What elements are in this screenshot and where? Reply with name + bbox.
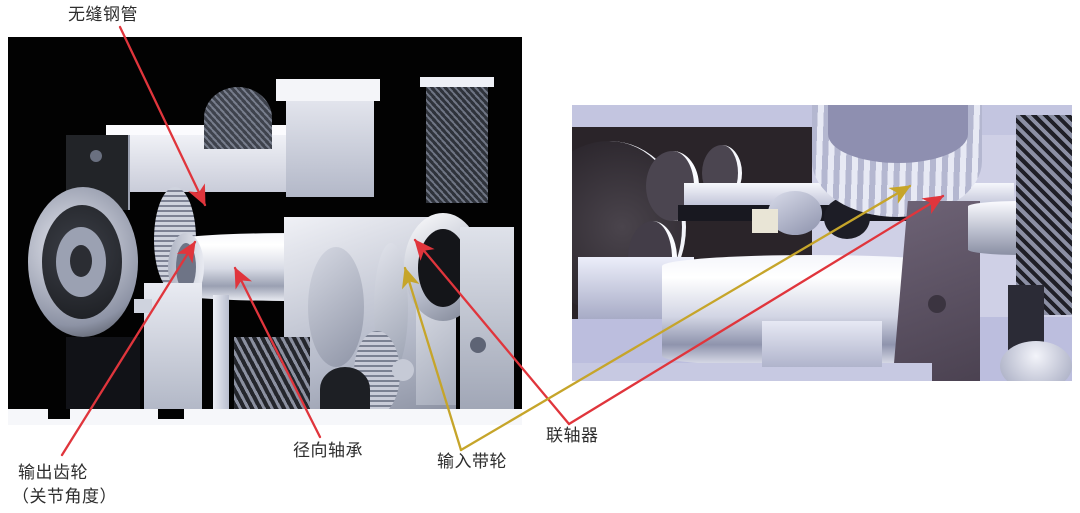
label-seamless-steel-tube: 无缝钢管: [68, 5, 138, 25]
cad-hatched-section-b: [426, 83, 488, 203]
cad-bottom-notch-b: [158, 409, 184, 419]
cad-frame-column: [213, 295, 229, 425]
right-cad-cutaway-view: [572, 105, 1072, 381]
cad-ribbed-disc-core: [828, 105, 968, 163]
cad-hatched-cap: [420, 77, 494, 87]
cad-output-gear-bore: [70, 245, 92, 277]
label-coupling: 联轴器: [546, 426, 599, 446]
cad-roller-pin: [392, 359, 414, 381]
cad-upper-block: [286, 97, 374, 197]
cad-web-rib-a: [308, 247, 364, 367]
cad-hatched-block-right: [1016, 115, 1072, 315]
cad-bottom-bracket: [762, 321, 882, 367]
cad-collar-key: [752, 209, 778, 233]
cad-bottom-notch-a: [48, 409, 70, 419]
label-joint-angle: （关节角度）: [12, 487, 117, 507]
cad-bolt-hole: [90, 150, 102, 162]
cad-coupling-body: [892, 201, 980, 381]
label-input-pulley: 输入带轮: [437, 452, 507, 472]
label-output-gear: 输出齿轮: [18, 463, 88, 483]
cad-coupling-bolt-hole: [928, 295, 946, 313]
cad-small-tab: [134, 299, 152, 313]
cad-bottom-cut-edge: [8, 409, 522, 425]
cad-dark-block-right: [1008, 285, 1044, 351]
cad-right-flange: [460, 227, 514, 417]
cad-lower-plate: [144, 283, 202, 425]
cad-upper-block-cap: [276, 79, 380, 101]
label-radial-bearing: 径向轴承: [293, 441, 363, 461]
cad-dark-shroud: [320, 367, 370, 411]
cad-lower-bearing: [1000, 341, 1072, 381]
cad-flange-bolt: [470, 337, 486, 353]
left-cad-cutaway-view: [8, 37, 522, 425]
cad-hatched-section-a: [204, 87, 272, 149]
